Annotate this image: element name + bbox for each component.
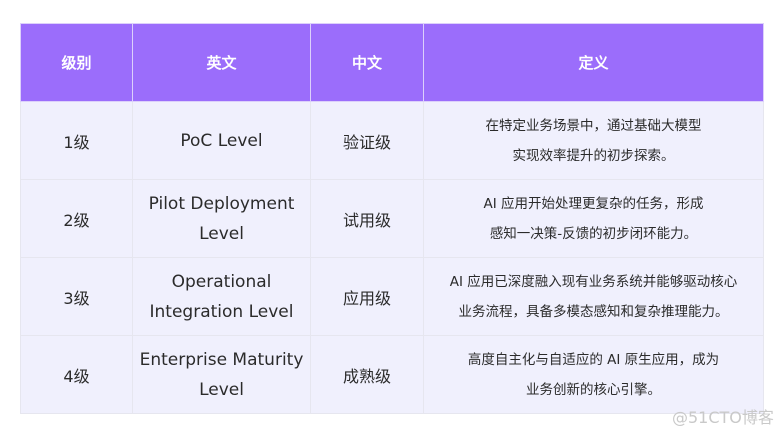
- cell-definition: 高度自主化与自适应的 AI 原生应用，成为 业务创新的核心引擎。: [423, 335, 764, 414]
- cell-chinese: 成熟级: [310, 335, 424, 414]
- definition-line: 业务创新的核心引擎。: [526, 381, 661, 398]
- header-definition: 定义: [423, 23, 764, 102]
- definition-line: 实现效率提升的初步探索。: [512, 147, 675, 164]
- watermark: @51CTO博客: [672, 408, 774, 427]
- header-chinese: 中文: [310, 23, 424, 102]
- cell-english: Pilot Deployment Level: [132, 179, 311, 258]
- cell-definition: AI 应用已深度融入现有业务系统并能够驱动核心 业务流程，具备多模态感知和复杂推…: [423, 257, 764, 336]
- definition-line: 感知一决策-反馈的初步闭环能力。: [489, 225, 698, 242]
- cell-definition: AI 应用开始处理更复杂的任务，形成 感知一决策-反馈的初步闭环能力。: [423, 179, 764, 258]
- cell-level: 3级: [20, 257, 133, 336]
- table-header: 级别 英文 中文 定义: [20, 23, 764, 102]
- cell-definition: 在特定业务场景中，通过基础大模型 实现效率提升的初步探索。: [423, 101, 764, 180]
- cell-level: 2级: [20, 179, 133, 258]
- definition-line: 在特定业务场景中，通过基础大模型: [485, 117, 702, 134]
- cell-chinese: 验证级: [310, 101, 424, 180]
- maturity-levels-table: 级别 英文 中文 定义 1级 PoC Level 验证级 在特定业务场景中，通过…: [20, 23, 764, 414]
- table-body: 1级 PoC Level 验证级 在特定业务场景中，通过基础大模型 实现效率提升…: [20, 101, 764, 414]
- definition-line: 业务流程，具备多模态感知和复杂推理能力。: [458, 303, 729, 320]
- header-row: 级别 英文 中文 定义: [20, 23, 764, 102]
- definition-line: 高度自主化与自适应的 AI 原生应用，成为: [467, 351, 720, 368]
- header-level: 级别: [20, 23, 133, 102]
- table-row: 2级 Pilot Deployment Level 试用级 AI 应用开始处理更…: [20, 179, 764, 258]
- table-row: 4级 Enterprise Maturity Level 成熟级 高度自主化与自…: [20, 335, 764, 414]
- header-english: 英文: [132, 23, 311, 102]
- cell-english: PoC Level: [132, 101, 311, 180]
- table-row: 3级 Operational Integration Level 应用级 AI …: [20, 257, 764, 336]
- cell-chinese: 试用级: [310, 179, 424, 258]
- cell-chinese: 应用级: [310, 257, 424, 336]
- cell-english: Operational Integration Level: [132, 257, 311, 336]
- definition-line: AI 应用开始处理更复杂的任务，形成: [483, 195, 704, 212]
- cell-level: 4级: [20, 335, 133, 414]
- table-row: 1级 PoC Level 验证级 在特定业务场景中，通过基础大模型 实现效率提升…: [20, 101, 764, 180]
- cell-level: 1级: [20, 101, 133, 180]
- cell-english: Enterprise Maturity Level: [132, 335, 311, 414]
- definition-line: AI 应用已深度融入现有业务系统并能够驱动核心: [449, 273, 738, 290]
